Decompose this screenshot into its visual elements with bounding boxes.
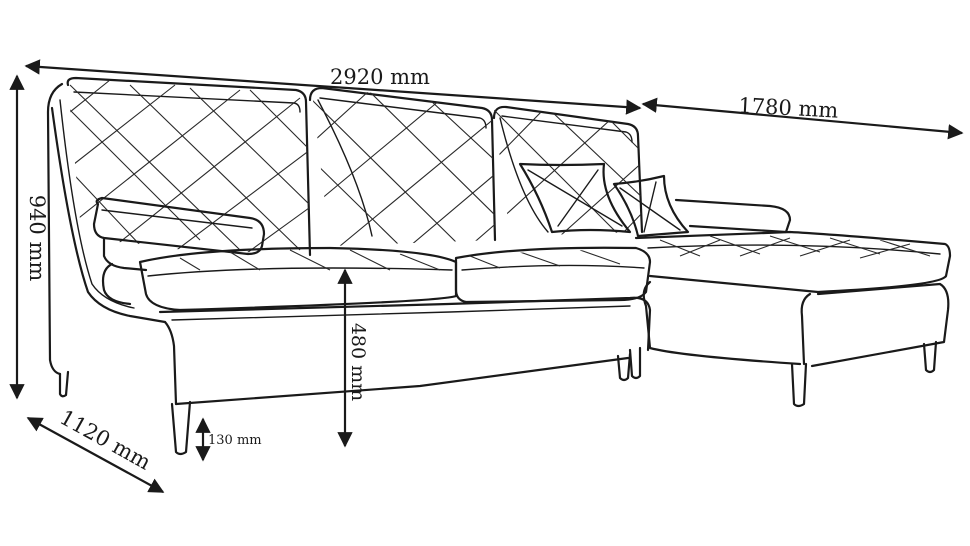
back-tufting-right xyxy=(494,107,642,236)
back-tufting-left xyxy=(67,79,311,255)
dim-depth: 1120 mm xyxy=(26,405,165,493)
back-tufting-middle xyxy=(312,89,495,246)
dim-depth-label: 1120 mm xyxy=(56,405,155,474)
front-base-top xyxy=(158,296,652,352)
left-side-curve xyxy=(50,106,167,324)
dim-chaise-length: 1780 mm xyxy=(641,93,964,140)
back-cushion-left xyxy=(66,76,312,257)
dim-seat-height: 480 mm xyxy=(337,268,369,448)
dim-height-label: 940 mm xyxy=(25,195,49,282)
dim-leg-height-label: 130 mm xyxy=(208,433,262,448)
seat-cushion-middle xyxy=(454,246,652,304)
dim-height: 940 mm xyxy=(9,74,49,400)
chaise-top-cushion xyxy=(634,230,952,294)
back-cushion-middle xyxy=(308,86,497,242)
back-cushion-right xyxy=(492,105,644,234)
armrest-bolster-top xyxy=(92,196,266,256)
chaise-base-side xyxy=(810,282,950,368)
sofa-outline xyxy=(46,76,952,456)
chaise-front-leg xyxy=(790,362,808,408)
front-left-leg xyxy=(170,400,192,456)
front-base-bottom xyxy=(174,356,630,406)
left-side-inner-curve xyxy=(59,99,135,309)
left-side-panel-edge xyxy=(46,82,64,376)
dim-leg-height: 130 mm xyxy=(195,417,262,462)
chaise-base-front xyxy=(642,280,802,366)
armrest-bolster-lower xyxy=(101,262,132,306)
chaise-armrest-bolster xyxy=(674,198,792,234)
dim-chaise-length-label: 1780 mm xyxy=(738,93,839,122)
dim-seat-height-label: 480 mm xyxy=(347,323,369,401)
throw-pillow-small xyxy=(612,174,690,238)
dim-total-width-label: 2920 mm xyxy=(330,65,430,89)
dim-total-width: 2920 mm xyxy=(24,59,642,115)
front-middle-leg xyxy=(616,352,632,382)
chaise-rear-leg xyxy=(922,340,938,374)
rear-left-leg xyxy=(58,370,70,398)
chaise-base-corner xyxy=(800,292,812,366)
throw-pillow-large xyxy=(518,162,632,234)
front-base-left-edge xyxy=(163,320,178,406)
